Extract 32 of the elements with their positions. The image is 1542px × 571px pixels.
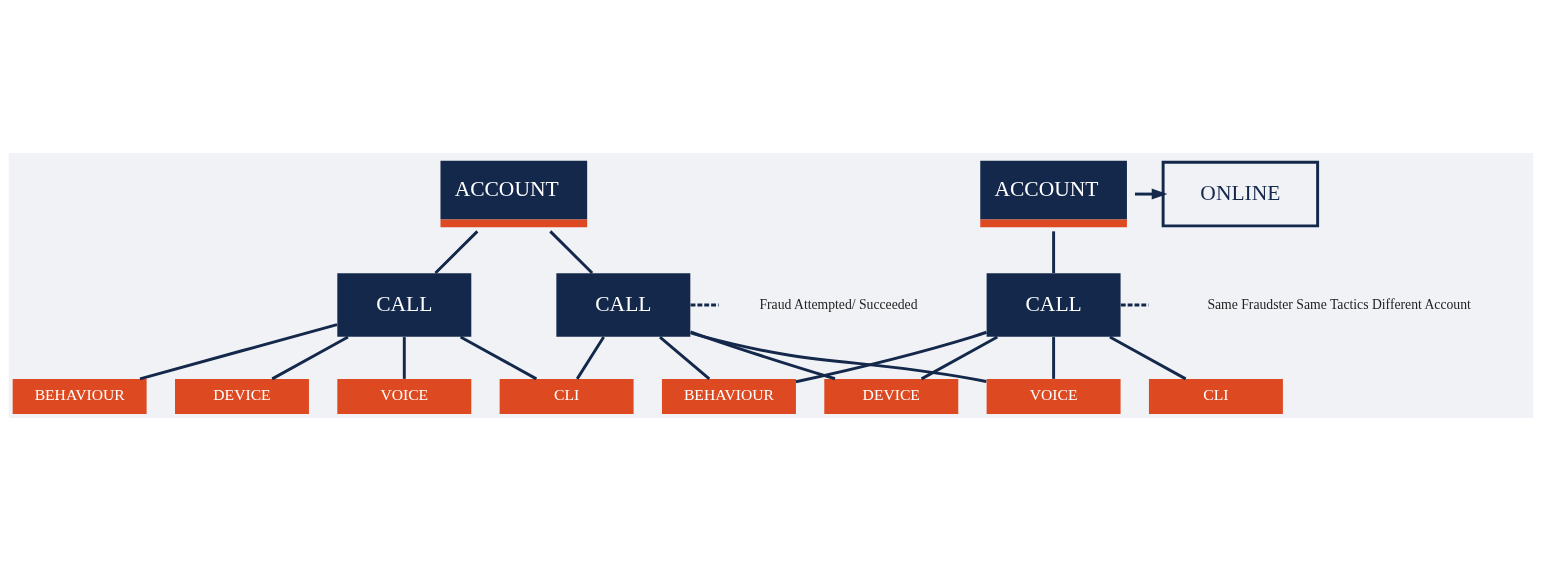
node-box: VOICE — [337, 378, 472, 415]
connector — [459, 335, 538, 381]
connector — [1120, 303, 1149, 307]
connector — [795, 330, 987, 384]
node-box: VOICE — [986, 378, 1121, 415]
node-text: Fraud Attempted/ Succeeded — [759, 296, 918, 312]
node-box: CALL — [337, 273, 472, 337]
connector — [1052, 337, 1056, 379]
connector — [1109, 335, 1187, 381]
node-box: CALL — [986, 273, 1121, 337]
connector — [1052, 231, 1056, 274]
connector — [271, 335, 349, 381]
connector — [690, 303, 719, 307]
node-box: DEVICE — [175, 378, 309, 415]
connector — [575, 336, 605, 380]
node-box: CLI — [499, 378, 634, 415]
node-text: Same Fraudster Same Tactics Different Account — [1207, 296, 1471, 312]
node-box: BEHAVIOUR — [12, 378, 147, 415]
connector — [659, 335, 711, 380]
node-box: BEHAVIOUR — [661, 378, 796, 415]
connector — [402, 337, 406, 379]
connector — [690, 331, 987, 383]
node-box: CALL — [556, 273, 691, 337]
node-box: ONLINE — [1161, 160, 1320, 228]
connector — [139, 323, 338, 381]
node-box: CLI — [1148, 378, 1283, 415]
connector — [690, 330, 836, 381]
arrow — [1134, 188, 1168, 200]
node-box: DEVICE — [824, 378, 959, 415]
connector — [434, 230, 479, 275]
connector — [549, 230, 594, 275]
connector — [920, 335, 998, 381]
